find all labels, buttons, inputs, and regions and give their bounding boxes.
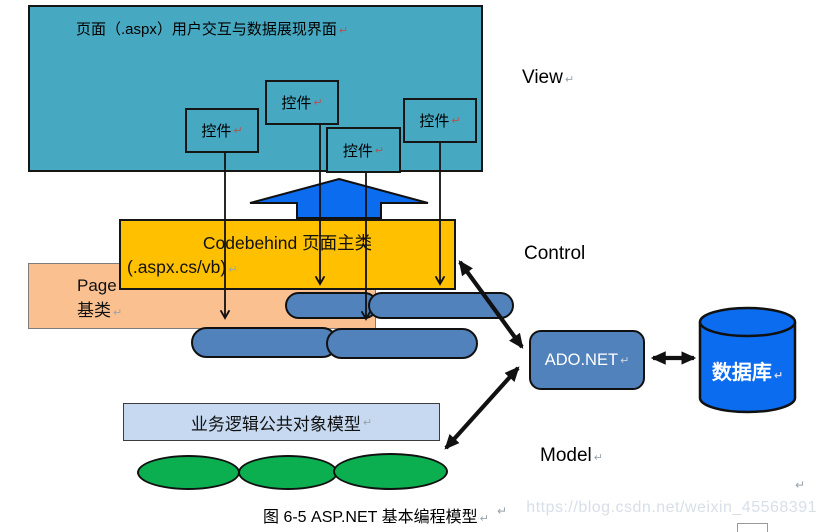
codebehind-box: Codebehind 页面主类 (.aspx.cs/vb)↵ (119, 219, 456, 290)
control-box-1: 控件↵ (185, 108, 259, 153)
return-mark-icon: ↵ (773, 370, 784, 382)
model-adonet-arrow (444, 366, 520, 450)
page-interface-title-text: 页面（.aspx）用户交互与数据展现界面 (76, 21, 337, 38)
business-logic-label: 业务逻辑公共对象模型 (190, 414, 361, 434)
return-mark-icon: ↵ (233, 125, 243, 137)
clipped-bottom-box (737, 523, 768, 532)
control-box-2: 控件↵ (265, 80, 339, 125)
page-base-line1: Page (77, 276, 117, 295)
return-mark-icon: ↵ (620, 354, 630, 367)
business-logic-box: 业务逻辑公共对象模型↵ (123, 403, 440, 441)
capsule-pill-4 (326, 328, 478, 359)
page-base-line2-text: 基类 (77, 301, 111, 320)
model-object-ellipse-1 (137, 455, 240, 490)
adonet-label: ADO.NET (544, 350, 619, 369)
return-mark-icon: ↵ (228, 264, 238, 276)
codebehind-subtitle-text: (.aspx.cs/vb) (127, 257, 227, 277)
return-mark-icon: ↵ (374, 144, 385, 157)
return-mark-icon: ↵ (313, 97, 323, 109)
control-box-3-label: 控件 (342, 142, 373, 160)
return-mark-icon: ↵ (479, 513, 489, 525)
view-layer-label-text: View (522, 67, 563, 88)
control-box-1-label: 控件 (201, 123, 232, 140)
return-mark-icon: ↵ (497, 504, 508, 518)
capsule-pill-3 (191, 327, 338, 358)
database-label-text: 数据库 (711, 362, 772, 384)
control-box-4-label: 控件 (419, 113, 450, 130)
return-mark-icon: ↵ (362, 416, 373, 429)
adonet-box: ADO.NET↵ (529, 330, 645, 390)
figure-caption: 图 6-5 ASP.NET 基本编程模型↵ (263, 503, 489, 527)
view-layer-label: View↵ (522, 67, 574, 89)
figure-caption-text: 图 6-5 ASP.NET 基本编程模型 (263, 509, 478, 526)
codebehind-subtitle: (.aspx.cs/vb)↵ (121, 257, 454, 278)
return-mark-icon: ↵ (338, 25, 349, 37)
control-box-4: 控件↵ (403, 98, 477, 143)
watermark-text: https://blog.csdn.net/weixin_45568391 (526, 499, 817, 516)
control-box-3: 控件↵ (326, 127, 401, 173)
model-layer-label-text: Model (540, 445, 592, 466)
database-label: 数据库↵ (700, 356, 795, 385)
page-interface-title: 页面（.aspx）用户交互与数据展现界面↵ (76, 18, 348, 39)
return-mark-icon: ↵ (564, 74, 575, 86)
model-layer-label: Model↵ (540, 445, 603, 467)
control-box-2-label: 控件 (281, 95, 312, 112)
capsule-pill-2 (368, 292, 514, 319)
return-mark-icon: ↵ (593, 452, 603, 464)
postback-up-arrow-icon (249, 177, 429, 219)
return-mark-icon: ↵ (451, 115, 461, 127)
codebehind-title: Codebehind 页面主类 (202, 233, 373, 253)
capsule-pill-1 (285, 292, 378, 319)
page-base-line2: 基类↵ (77, 298, 375, 326)
return-mark-icon: ↵ (113, 307, 123, 319)
control-layer-label: Control (524, 243, 586, 264)
model-object-ellipse-3 (333, 453, 448, 490)
model-object-ellipse-2 (238, 455, 338, 490)
return-mark-icon: ↵ (795, 478, 806, 492)
